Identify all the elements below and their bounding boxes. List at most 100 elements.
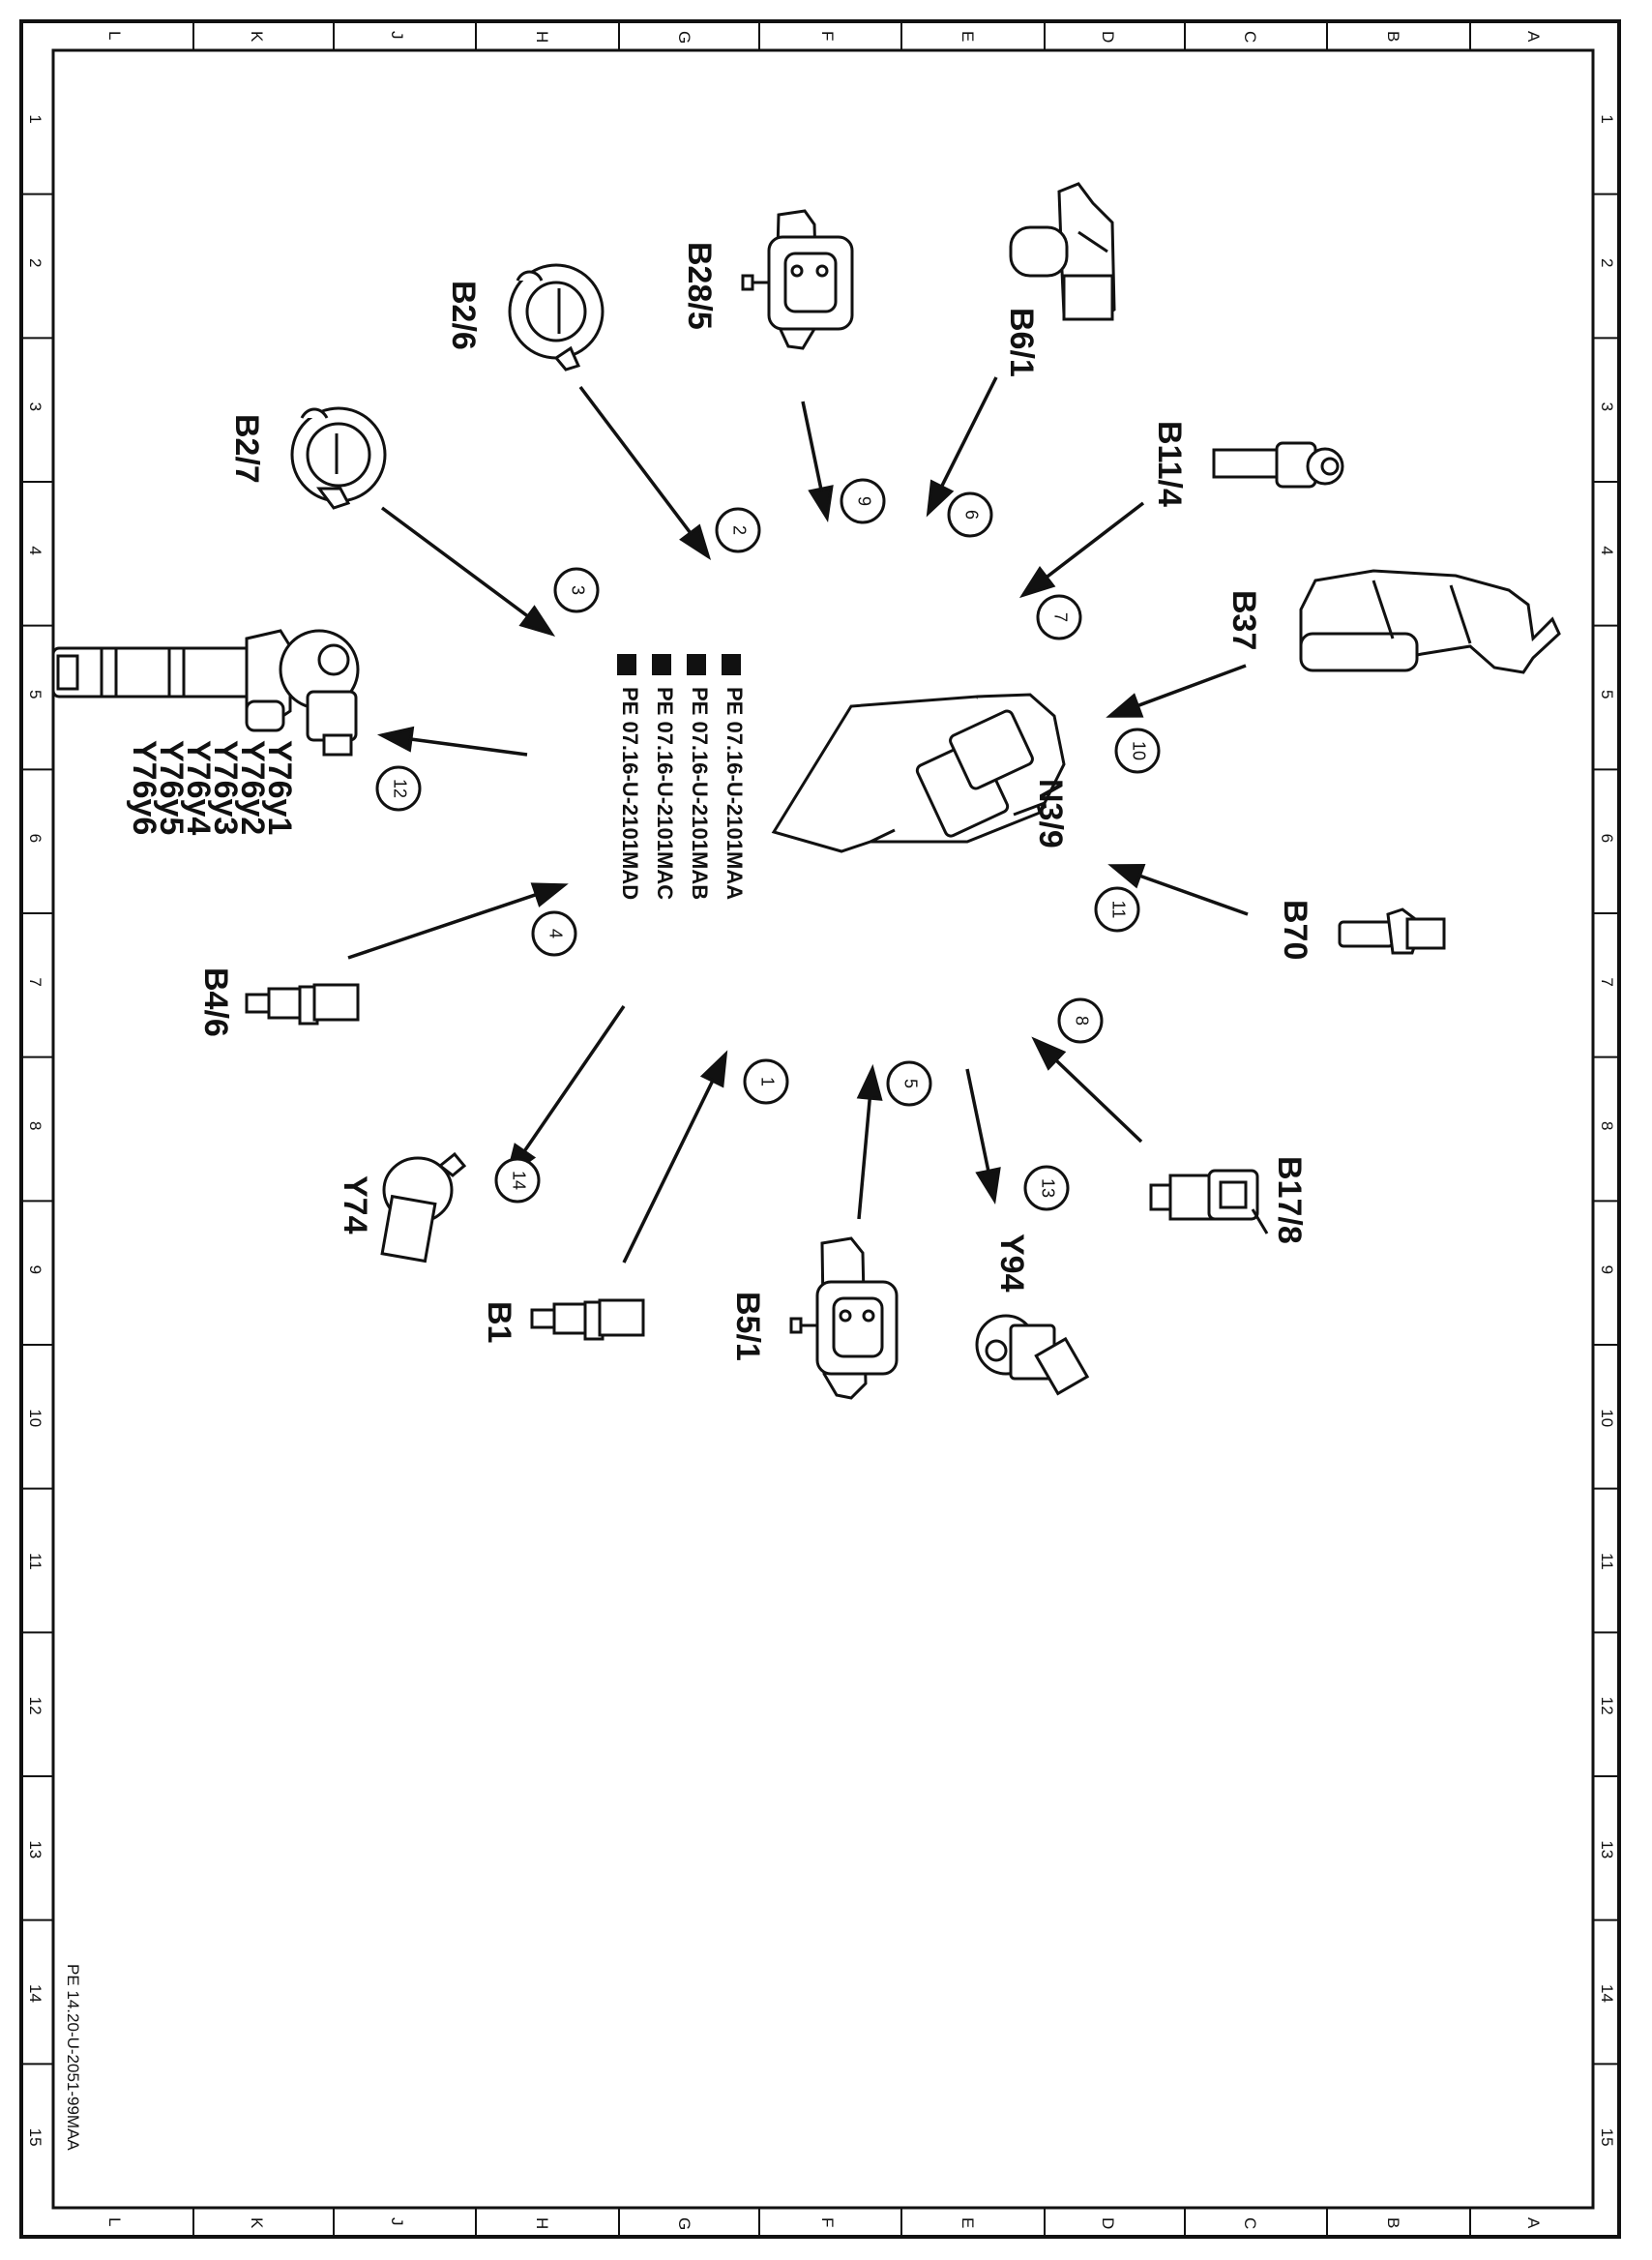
arrow-head	[376, 726, 415, 753]
label-y94: Y94	[993, 1234, 1030, 1293]
svg-text:13: 13	[1038, 1178, 1057, 1198]
column-label-top: B	[1384, 31, 1402, 42]
reference-item[interactable]: PE 07.16-U-2101MAA	[722, 654, 747, 900]
callout-circle: 4	[531, 910, 577, 957]
callout-circle: 5	[886, 1060, 932, 1107]
arrow-line	[380, 506, 529, 618]
label-b28-5: B28/5	[681, 242, 718, 330]
arrow-head	[975, 1167, 1001, 1204]
arrow-head	[926, 479, 955, 518]
row-label-left: 10	[26, 1409, 44, 1427]
b2-6-sensor	[508, 263, 605, 372]
arrow-line	[965, 1068, 990, 1172]
callout-circle: 2	[715, 507, 761, 553]
label-b2-6: B2/6	[445, 281, 482, 350]
column-label-bottom: D	[1099, 2217, 1117, 2229]
arrow-head	[808, 485, 834, 522]
row-label-left: 15	[26, 2128, 44, 2147]
y76-injector	[51, 629, 360, 757]
row-label-right: 7	[1598, 977, 1616, 986]
arrow-line	[1045, 501, 1145, 580]
column-label-bottom: B	[1384, 2217, 1402, 2228]
arrow-line	[347, 892, 538, 960]
svg-text:PE 07.16-U-2101MAD: PE 07.16-U-2101MAD	[618, 687, 642, 900]
svg-text:5: 5	[900, 1079, 920, 1088]
row-label-right: 15	[1598, 2128, 1616, 2147]
label-b11-4: B11/4	[1151, 421, 1188, 507]
row-label-right: 9	[1598, 1265, 1616, 1274]
column-label-top: C	[1241, 31, 1259, 43]
pointing-hand-icon	[687, 654, 706, 675]
column-label-bottom: K	[248, 2217, 266, 2229]
column-label-bottom: F	[818, 2217, 837, 2227]
label-b37: B37	[1225, 590, 1262, 650]
arrow-head	[1018, 565, 1056, 599]
arrow-head	[1107, 863, 1146, 889]
column-label-top: F	[818, 31, 837, 41]
row-label-right: 3	[1598, 402, 1616, 411]
svg-text:4: 4	[546, 929, 565, 938]
row-label-left: 7	[26, 977, 44, 986]
column-label-bottom: H	[533, 2217, 551, 2229]
callout-circle: 14	[494, 1157, 541, 1204]
row-label-left: 9	[26, 1265, 44, 1274]
b11-4-sensor	[1212, 441, 1344, 489]
column-label-top: J	[388, 31, 406, 40]
callout-circle: 13	[1023, 1165, 1070, 1211]
grid-ticks	[21, 21, 1619, 2237]
svg-text:2: 2	[729, 525, 749, 535]
row-label-right: 4	[1598, 546, 1616, 554]
callout-circle: 1	[743, 1058, 789, 1105]
column-label-top: L	[105, 31, 124, 40]
svg-text:1: 1	[757, 1077, 777, 1086]
label-b4-6: B4/6	[197, 967, 234, 1037]
row-label-left: 6	[26, 834, 44, 843]
arrow-head	[699, 1050, 728, 1088]
arrow-head	[679, 523, 712, 561]
b28-5-sensor	[741, 209, 854, 350]
row-label-left: 8	[26, 1121, 44, 1130]
svg-text:Y76y1: Y76y1	[261, 740, 298, 835]
arrow-head	[1106, 693, 1144, 718]
row-label-right: 13	[1598, 1840, 1616, 1859]
label-b6-1: B6/1	[1003, 308, 1040, 377]
row-label-right: 5	[1598, 690, 1616, 699]
svg-text:PE 07.16-U-2101MAB: PE 07.16-U-2101MAB	[688, 687, 712, 900]
arrow-head	[856, 1063, 883, 1101]
label-b70: B70	[1277, 900, 1313, 960]
row-label-right: 6	[1598, 834, 1616, 843]
svg-text:6: 6	[961, 510, 981, 520]
callout-circle: 9	[840, 478, 886, 524]
y94-valve	[975, 1314, 1090, 1396]
label-b17-8: B17/8	[1271, 1156, 1308, 1244]
reference-item[interactable]: PE 07.16-U-2101MAC	[652, 654, 677, 900]
svg-text:3: 3	[568, 585, 587, 595]
svg-text:11: 11	[1108, 901, 1128, 919]
arrows	[347, 376, 1249, 1264]
row-label-right: 8	[1598, 1121, 1616, 1130]
callout-circle: 10	[1114, 728, 1161, 774]
arrow-line	[801, 401, 823, 490]
label-b2-7: B2/7	[228, 414, 265, 484]
label-n3-9: N3/9	[1032, 779, 1069, 848]
reference-item[interactable]: PE 07.16-U-2101MAB	[687, 654, 712, 900]
b70-sensor	[1338, 907, 1446, 955]
row-label-right: 2	[1598, 258, 1616, 267]
sheet-code: PE 14.20-U-2051-99MAA	[64, 1964, 82, 2151]
n3-9-control-unit	[771, 693, 1066, 853]
arrow-line	[1136, 664, 1247, 708]
b5-1-sensor	[789, 1236, 899, 1400]
pointing-hand-icon	[722, 654, 741, 675]
outer-border	[19, 19, 1621, 2239]
row-label-left: 13	[26, 1840, 44, 1859]
reference-list: PE 07.16-U-2101MAA PE 07.16-U-2101MAB PE…	[617, 654, 747, 900]
reference-item[interactable]: PE 07.16-U-2101MAD	[617, 654, 642, 900]
svg-text:14: 14	[509, 1171, 528, 1190]
y74-valve	[380, 1151, 467, 1264]
row-label-left: 5	[26, 690, 44, 699]
column-label-top: E	[959, 31, 977, 42]
row-label-right: 1	[1598, 114, 1616, 123]
row-label-left: 3	[26, 402, 44, 411]
